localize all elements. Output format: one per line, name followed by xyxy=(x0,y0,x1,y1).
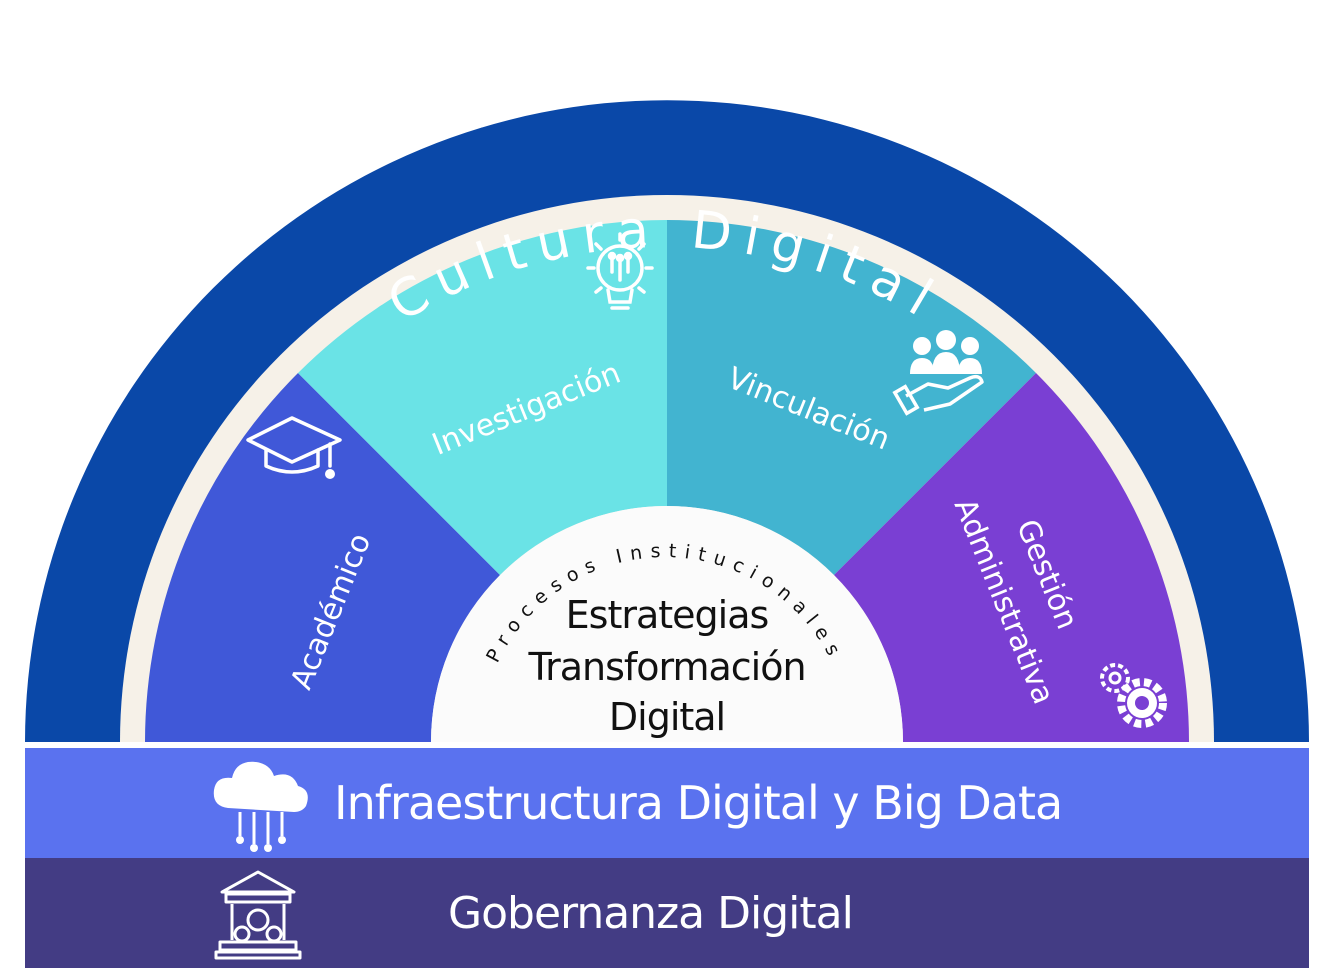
center-line-3: Digital xyxy=(609,695,725,739)
community-hand-icon xyxy=(892,330,984,416)
gobernanza-label: Gobernanza Digital xyxy=(448,888,854,939)
sector-vinculacion xyxy=(667,220,1036,575)
lightbulb-icon xyxy=(586,232,654,310)
sector-gestion xyxy=(834,373,1189,742)
center-line-2: Transformación xyxy=(527,645,805,689)
graduation-cap-icon xyxy=(246,416,342,479)
government-building-icon xyxy=(214,870,302,960)
center-line-1: Estrategias xyxy=(566,593,769,637)
sector-academico xyxy=(145,373,500,742)
gears-icon xyxy=(1100,663,1167,728)
cloud-network-icon xyxy=(213,761,308,852)
sector-investigacion xyxy=(298,220,667,575)
center-disc xyxy=(431,506,903,742)
infraestructura-label: Infraestructura Digital y Big Data xyxy=(334,776,1063,830)
